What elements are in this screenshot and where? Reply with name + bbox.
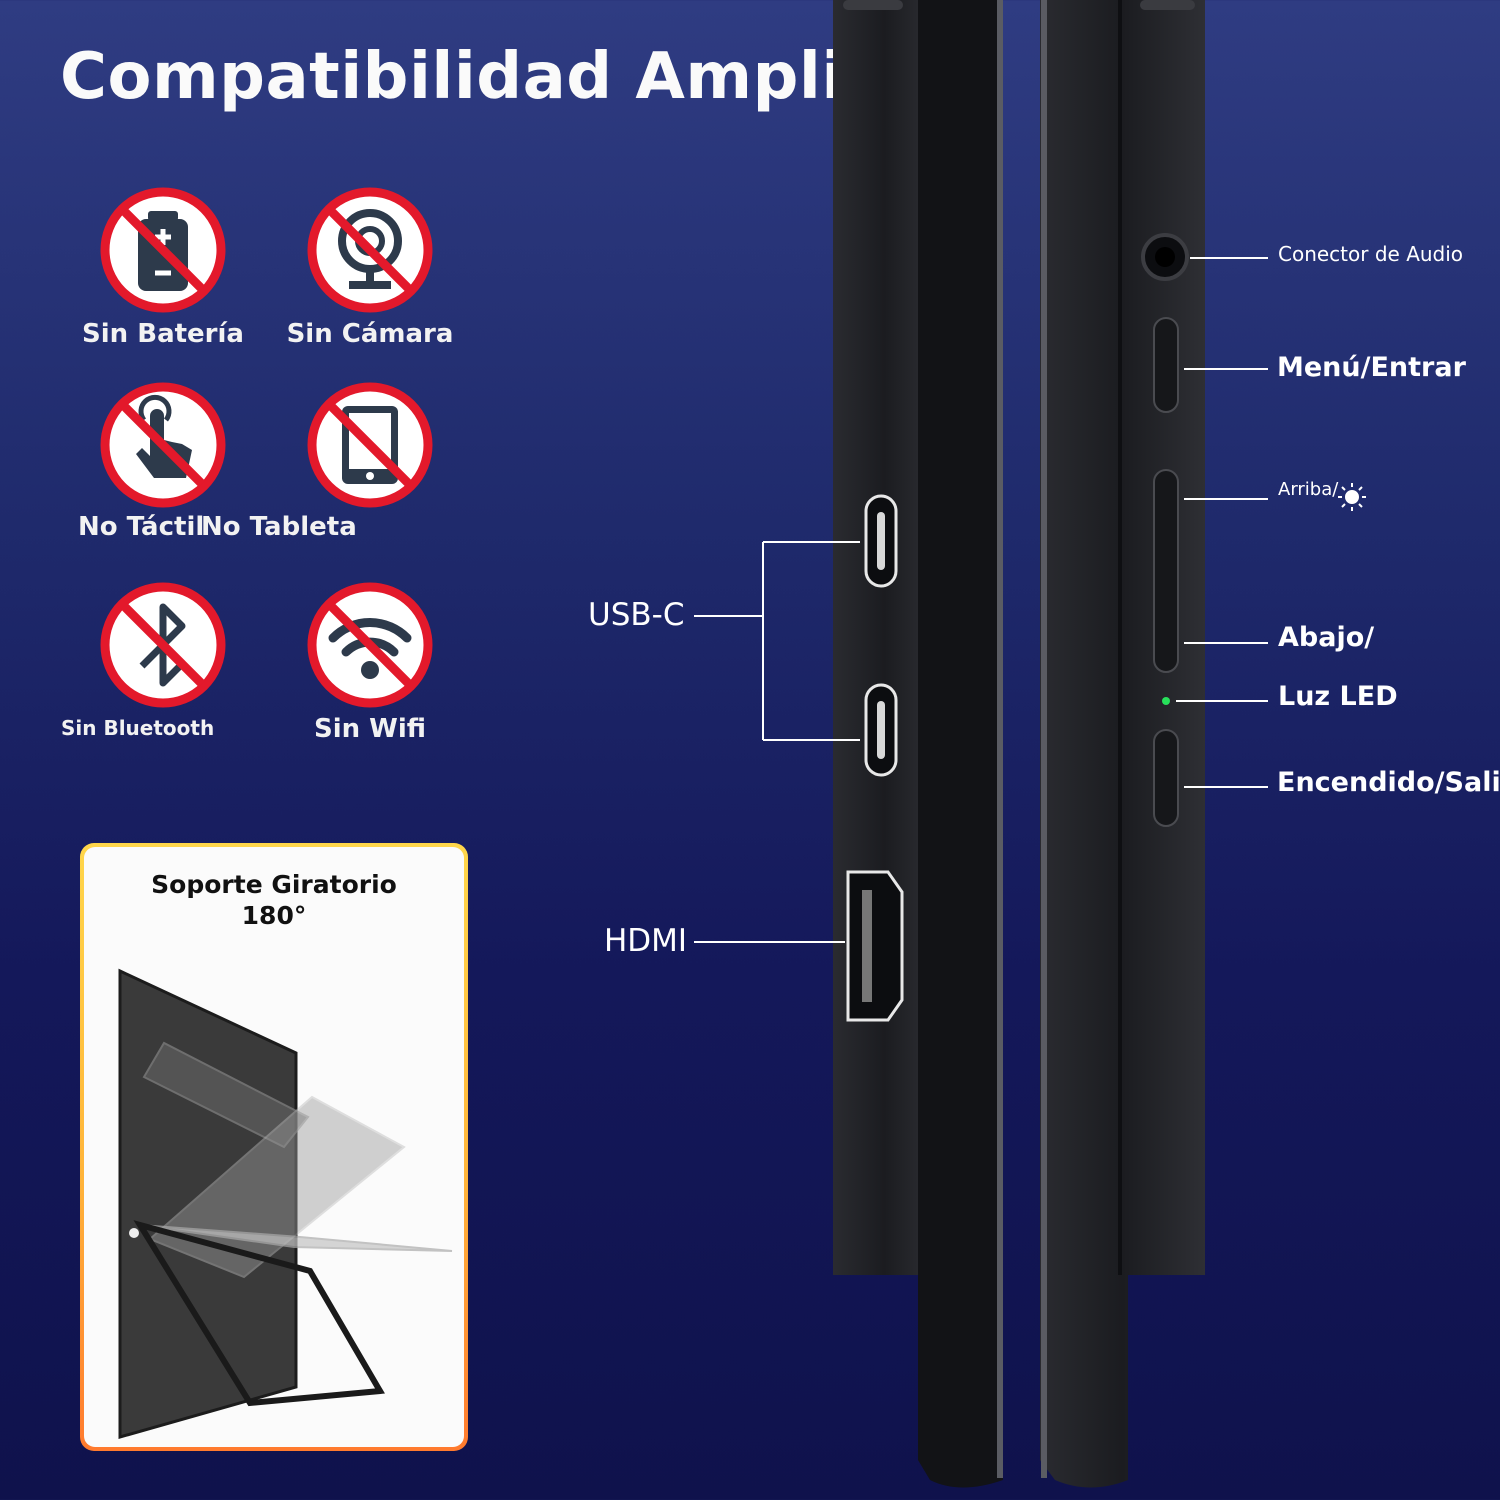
touch-hand-icon [100,382,226,508]
bluetooth-icon [100,582,226,708]
feature-no-camera: Sin Cámara [250,185,490,349]
rotating-stand-card-body: Soporte Giratorio 180° [84,847,464,1447]
hdmi-label: HDMI [604,923,688,959]
card-title-line1: Soporte Giratorio [151,870,397,899]
power-button-label: Encendido/Salir [1277,767,1500,798]
feature-no-touch: No Táctil [43,380,283,542]
feature-label: No Tableta [201,512,357,542]
led-indicator [1162,697,1170,705]
feature-label: Sin Bluetooth [61,716,215,740]
feature-label: Sin Wifi [313,714,427,744]
page-title: Compatibilidad Amplia [60,40,888,114]
feature-no-tablet: No Tableta [201,380,490,542]
audio-jack-label: Conector de Audio [1278,242,1464,266]
card-title-line2: 180° [241,901,307,930]
down-button-label: Abajo/ [1278,622,1375,653]
feature-label: No Táctil [78,512,205,542]
wifi-icon [307,582,433,708]
brightness-icon [1338,483,1366,511]
rotating-stand-illustration [118,968,453,1439]
feature-no-battery: Sin Batería [43,185,283,349]
led-label: Luz LED [1278,681,1398,712]
up-button-label: Arriba/ [1278,479,1339,500]
feature-label: Sin Cámara [286,319,454,349]
webcam-icon [307,187,433,313]
usb-c-label: USB-C [588,597,685,633]
rotating-stand-card: Soporte Giratorio 180° [80,843,468,1451]
card-title: Soporte Giratorio 180° [84,869,464,931]
feature-no-wifi: Sin Wifi [250,580,490,744]
tablet-icon [307,382,433,508]
feature-label: Sin Batería [82,319,244,349]
feature-no-bluetooth: Sin Bluetooth [43,580,283,740]
battery-icon [100,187,226,313]
menu-button-label: Menú/Entrar [1277,352,1466,383]
